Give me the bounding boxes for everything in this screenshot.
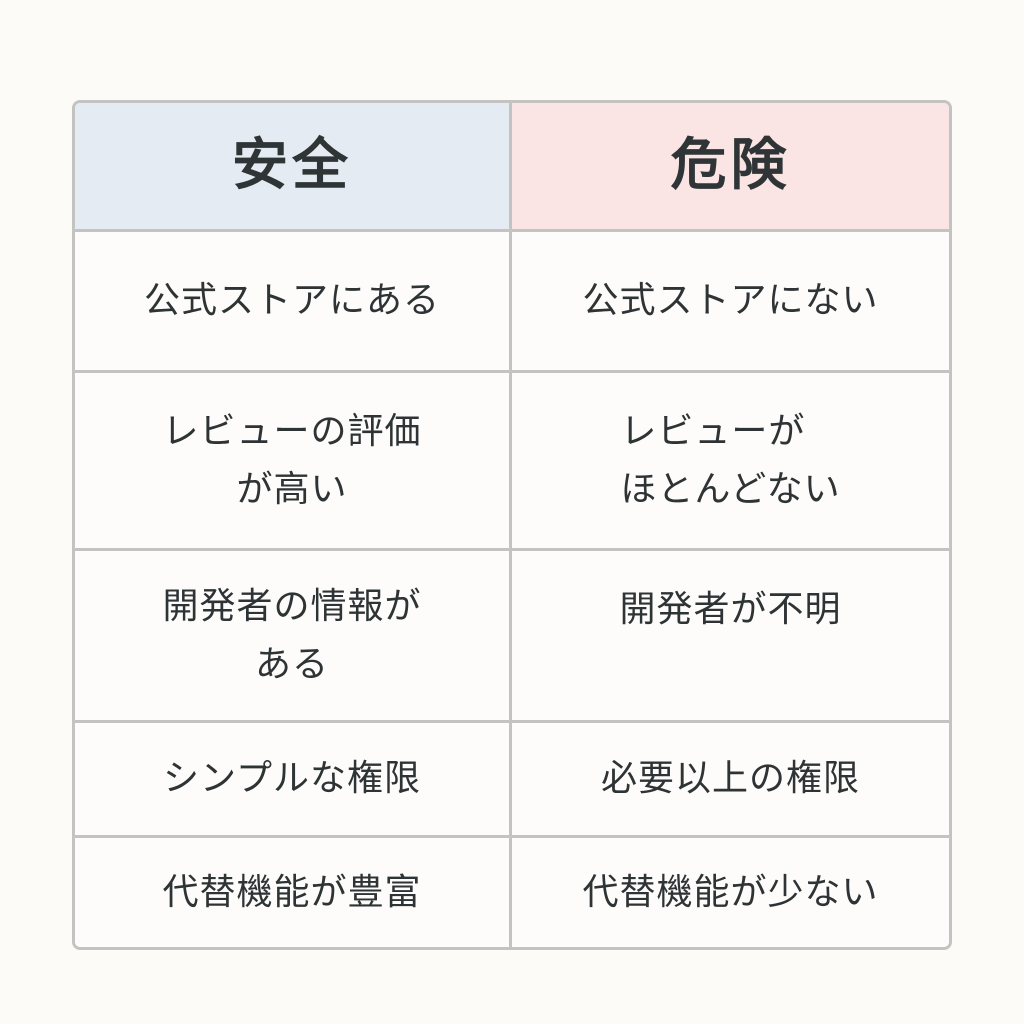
row-2-safe: レビューの評価 が高い <box>75 373 512 551</box>
header-danger-label: 危険 <box>670 133 791 198</box>
row-5-safe: 代替機能が豊富 <box>75 838 512 947</box>
row-3-danger: 開発者が不明 <box>512 551 949 723</box>
cell-text: レビューが ほとんどない <box>620 410 841 510</box>
row-3-safe: 開発者の情報が ある <box>75 551 512 723</box>
header-safe-label: 安全 <box>232 133 352 198</box>
row-5-danger: 代替機能が少ない <box>512 838 949 947</box>
cell-text: 公式ストアにある <box>143 280 440 321</box>
cell-text: 代替機能が少ない <box>582 871 879 913</box>
cell-text: 開発者の情報が ある <box>162 585 422 685</box>
row-4-danger: 必要以上の権限 <box>512 723 949 838</box>
cell-text: レビューの評価 が高い <box>162 410 422 510</box>
cell-text: 代替機能が豊富 <box>162 871 422 913</box>
cell-text: 必要以上の権限 <box>600 758 860 799</box>
row-4-safe: シンプルな権限 <box>75 723 512 838</box>
header-danger: 危険 <box>512 103 949 232</box>
cell-text: 開発者が不明 <box>619 589 842 630</box>
safety-comparison-table: 安全 危険 公式ストアにある 公式ストアにない レビューの評価 が高い レビュー… <box>72 100 952 950</box>
row-1-danger: 公式ストアにない <box>512 232 949 373</box>
cell-text: 公式ストアにない <box>582 280 879 321</box>
row-2-danger: レビューが ほとんどない <box>512 373 949 551</box>
cell-text: シンプルな権限 <box>163 758 421 799</box>
header-safe: 安全 <box>75 103 512 232</box>
row-1-safe: 公式ストアにある <box>75 232 512 373</box>
